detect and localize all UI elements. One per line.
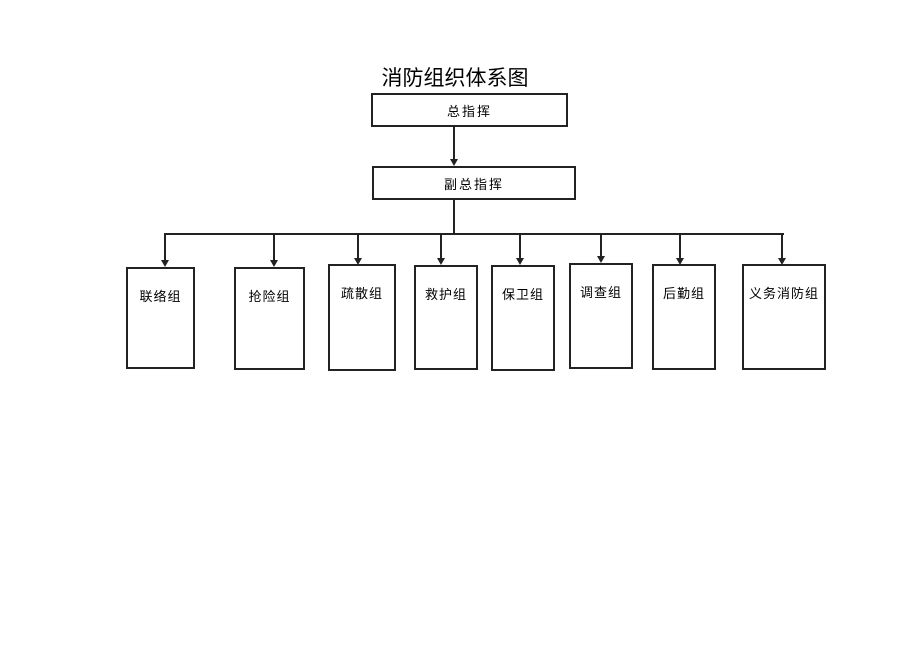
arrow-to-deputy [450,159,458,166]
group-label: 保卫组 [501,288,544,303]
drop-arrow [597,256,605,263]
connector-commander-deputy [453,127,455,159]
drop-line [781,233,783,258]
drop-arrow [778,258,786,265]
drop-arrow [437,258,445,265]
drop-arrow [161,260,169,267]
group-label: 抢险组 [248,290,291,305]
group-box-security: 保卫组 [491,265,555,371]
group-label: 联络组 [139,290,182,305]
drop-line [273,233,275,260]
diagram-title: 消防组织体系图 [381,66,529,90]
group-box-logistics: 后勤组 [652,264,716,370]
commander-box: 总指挥 [371,93,568,127]
drop-line [357,233,359,258]
group-label: 后勤组 [662,287,705,302]
deputy-box: 副总指挥 [372,166,576,200]
drop-line [164,233,166,260]
drop-arrow [270,260,278,267]
drop-arrow [676,258,684,265]
group-label: 救护组 [424,288,467,303]
group-box-liaison: 联络组 [126,267,195,369]
group-box-volunteer-fire: 义务消防组 [742,264,826,370]
deputy-label: 副总指挥 [443,177,504,193]
commander-label: 总指挥 [446,104,492,120]
drop-arrow [354,258,362,265]
group-box-evacuation: 疏散组 [328,264,396,371]
connector-deputy-bus [453,200,455,234]
group-box-investigation: 调查组 [569,263,633,369]
drop-line [440,233,442,258]
group-label: 疏散组 [340,287,383,302]
group-label: 调查组 [579,286,622,301]
drop-line [600,233,602,256]
horizontal-bus [164,233,784,235]
drop-line [679,233,681,258]
group-box-first-aid: 救护组 [414,265,478,370]
group-box-rescue: 抢险组 [234,267,305,370]
drop-line [519,233,521,258]
group-label: 义务消防组 [748,287,819,302]
drop-arrow [516,258,524,265]
